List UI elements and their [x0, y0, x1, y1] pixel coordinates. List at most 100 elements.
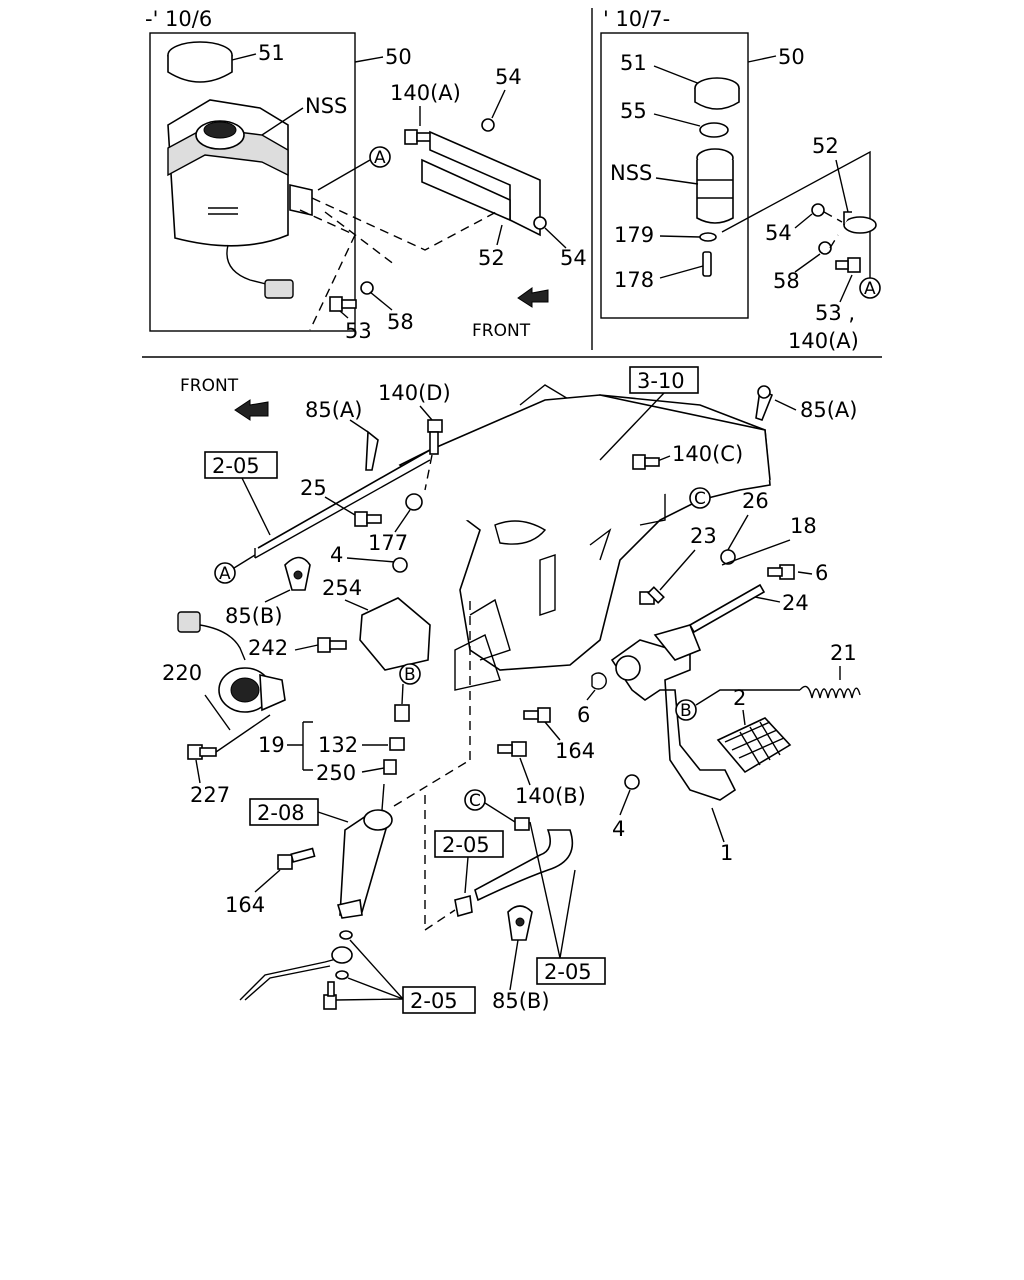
svg-text:A: A	[864, 279, 876, 299]
ref-2-05-mid: 2-05	[442, 833, 490, 857]
label-54-right: 54	[765, 221, 792, 245]
label-53-right: 53 ,	[815, 301, 855, 325]
sensor-wire	[226, 244, 271, 286]
sensor-connector	[264, 279, 294, 299]
svg-text:A: A	[219, 564, 231, 584]
label-254: 254	[322, 576, 362, 600]
ref-2-05-upper: 2-05	[212, 454, 260, 478]
marker-b-left	[399, 663, 421, 685]
label-6-center: 6	[577, 703, 590, 727]
label-250: 250	[316, 761, 356, 785]
clutch-switch-220	[177, 611, 286, 713]
label-164-lower: 164	[225, 893, 265, 917]
marker-a	[369, 146, 391, 168]
marker-c-upper	[689, 487, 711, 509]
front-arrow-main	[234, 399, 269, 421]
ref-2-05-bottom-right: 2-05	[544, 960, 592, 984]
label-140b: 140(B)	[515, 784, 586, 808]
spacer-6	[591, 672, 607, 690]
label-179: 179	[614, 223, 654, 247]
label-23: 23	[690, 524, 717, 548]
svg-text:A: A	[374, 148, 386, 168]
svg-text:C: C	[694, 489, 706, 509]
label-85b-lower: 85(B)	[492, 989, 550, 1013]
ref-box-2-08	[249, 798, 319, 826]
washer-lower	[339, 930, 353, 940]
label-140d: 140(D)	[378, 381, 451, 405]
bolt-53	[329, 296, 357, 312]
pin-178	[702, 251, 712, 277]
clutch-pedal-1	[610, 624, 737, 801]
bracket-52	[421, 130, 541, 237]
bolt-242	[317, 637, 347, 653]
label-52: 52	[478, 246, 505, 270]
clutch-pipe	[239, 957, 341, 1001]
nut-26	[720, 549, 736, 565]
marker-a-main	[214, 562, 236, 584]
label-nss: NSS	[305, 94, 347, 118]
ref-box-2-05-bottom-left	[402, 986, 476, 1014]
ref-3-10: 3-10	[637, 369, 685, 393]
svg-text:C: C	[469, 791, 481, 811]
bolt-164-upper	[523, 707, 551, 723]
bolt-227	[187, 744, 217, 760]
label-50: 50	[385, 45, 412, 69]
label-1: 1	[720, 841, 733, 865]
reservoir-cap	[167, 41, 233, 83]
svg-text:B: B	[680, 701, 692, 721]
marker-b-right	[675, 699, 697, 721]
label-25: 25	[300, 476, 327, 500]
ref-2-05-bottom-left: 2-05	[410, 989, 458, 1013]
bolt-53-right	[835, 257, 861, 273]
right-panel-label: ' 10/7-	[603, 7, 670, 31]
left-panel-label: -' 10/6	[145, 7, 212, 31]
bolt-23	[639, 586, 665, 605]
label-58-left: 58	[387, 310, 414, 334]
label-53-left: 53	[345, 319, 372, 343]
label-4-upper: 4	[330, 543, 343, 567]
label-227: 227	[190, 783, 230, 807]
label-6-right: 6	[815, 561, 828, 585]
label-58-right: 58	[773, 269, 800, 293]
label-51-right: 51	[620, 51, 647, 75]
label-54-top: 54	[495, 65, 522, 89]
bolt-164-lower	[277, 847, 316, 870]
washer-58	[360, 281, 374, 295]
marker-c-lower	[464, 789, 486, 811]
clamp-85b-lower	[507, 905, 533, 941]
label-51: 51	[258, 41, 285, 65]
fitting-132	[389, 737, 405, 751]
front-arrow-left-panel	[517, 287, 549, 308]
front-label-main: FRONT	[180, 376, 239, 396]
label-85a-right: 85(A)	[800, 398, 857, 422]
reservoir-tank	[167, 99, 289, 247]
label-140c: 140(C)	[672, 442, 743, 466]
cap-51-right	[694, 77, 740, 110]
nut-54-bottom	[533, 216, 547, 230]
seal-55	[699, 122, 729, 138]
label-18: 18	[790, 514, 817, 538]
ref-box-2-05-upper	[204, 451, 278, 479]
bolt-25	[354, 511, 382, 527]
clip-hose	[454, 894, 473, 918]
bolt-140b	[497, 741, 527, 757]
ref-box-2-05-mid	[434, 830, 504, 858]
label-nss-right: NSS	[610, 161, 652, 185]
bolt-140a	[404, 129, 432, 145]
label-19: 19	[258, 733, 285, 757]
front-label-left-panel: FRONT	[472, 321, 531, 341]
label-140a: 140(A)	[390, 81, 461, 105]
label-164-upper: 164	[555, 739, 595, 763]
union-bolt-lower	[323, 981, 337, 1010]
bracket-52-right	[843, 211, 877, 234]
clamp-85b-upper	[284, 556, 311, 591]
label-55: 55	[620, 99, 647, 123]
label-26: 26	[742, 489, 769, 513]
ref-box-2-05-bottom-right	[536, 957, 606, 985]
shaft-24	[688, 583, 766, 634]
svg-text:B: B	[404, 665, 416, 685]
clutch-hose	[474, 829, 574, 902]
return-spring-21	[799, 685, 861, 699]
label-85b-upper: 85(B)	[225, 604, 283, 628]
